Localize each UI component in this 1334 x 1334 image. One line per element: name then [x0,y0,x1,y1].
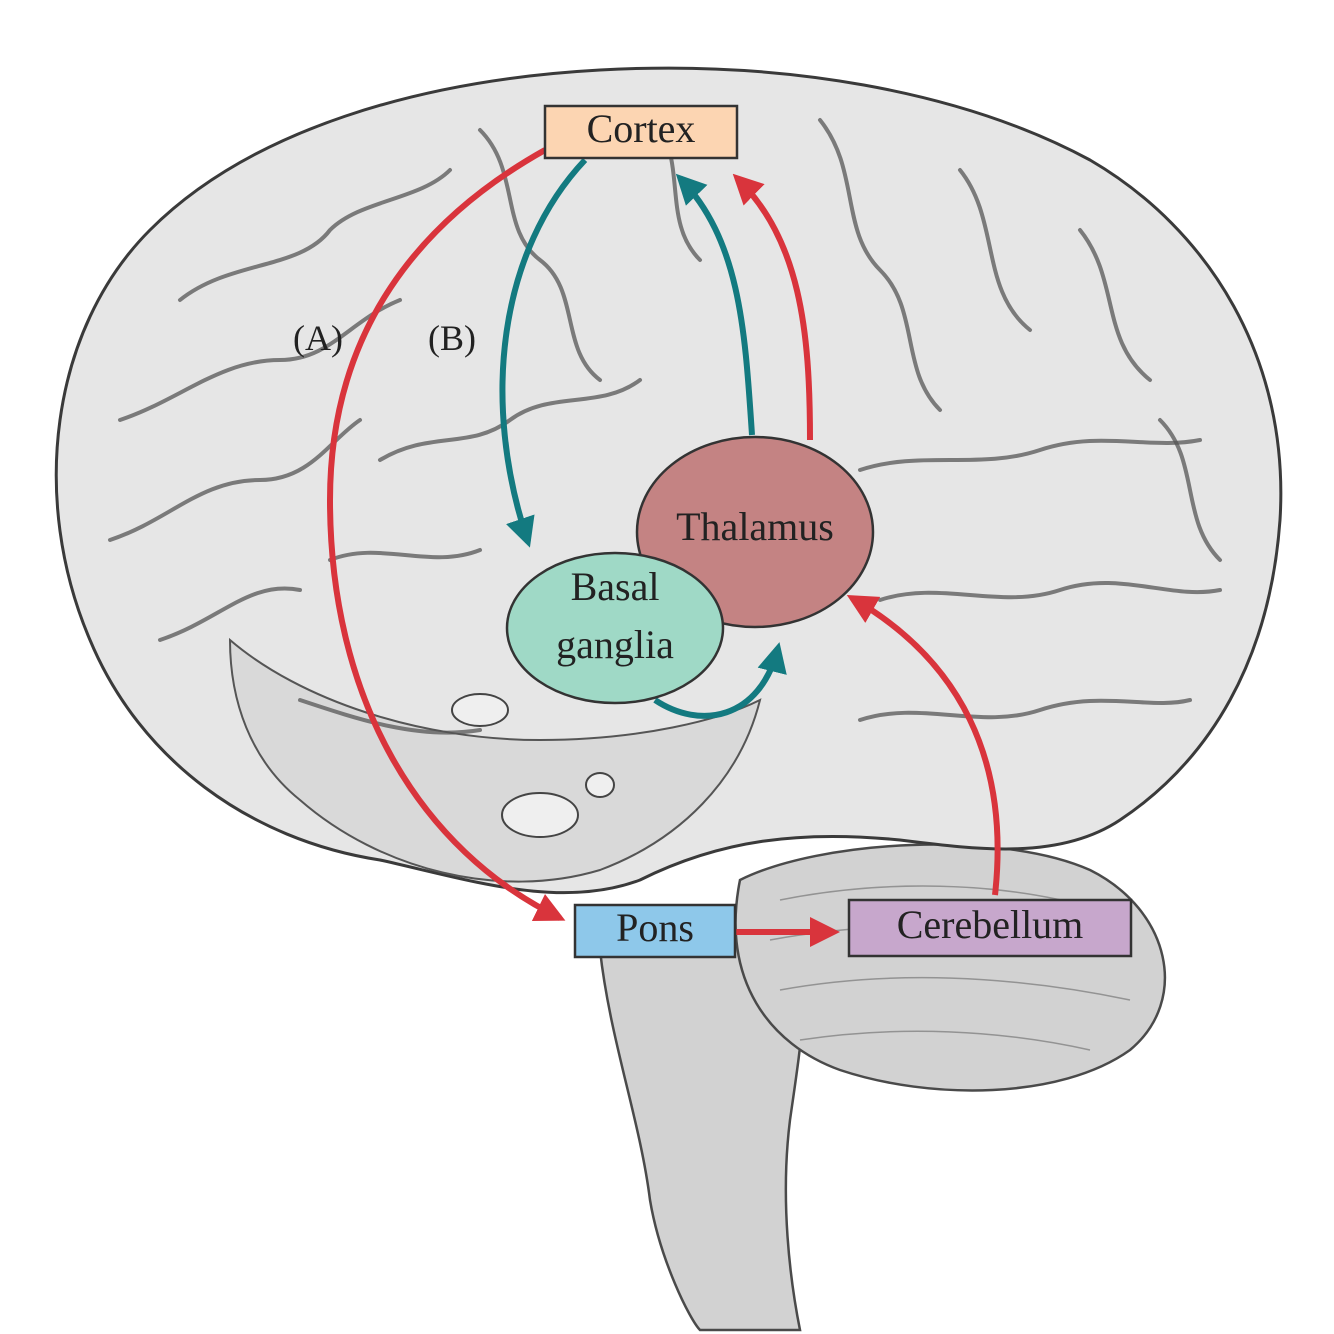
cortex-box [543,104,739,160]
pathway-b-label: (B) [428,318,476,358]
arrow-cortex-to-basal-ganglia [499,157,588,548]
brain-illustration [54,66,1283,1332]
cerebellum-label: Cerebellum [897,902,1084,947]
arrow-cortex-to-pons [326,147,566,921]
arrow-cerebellum-to-thalamus [846,595,1001,896]
thalamus-label: Thalamus [676,504,834,549]
cranial-nerve-stub [451,693,509,727]
pons-label: Pons [616,905,694,950]
brainstem-shape [598,938,806,1332]
basal-ganglia-node: Basal ganglia [505,551,725,705]
pathway-b-arrows [499,157,787,719]
cerebellum-box [847,898,1133,958]
arrow-thalamus-to-cortex [732,173,813,441]
cortex-node: Cortex [543,104,739,160]
pons-box [573,903,737,959]
arrow-thalamus-to-cortex [675,173,755,436]
basal-ganglia-oval [505,551,725,705]
cranial-nerve-stub [501,792,579,838]
cerebellum-node: Cerebellum [847,898,1133,958]
cranial-nerve-stub [585,772,615,798]
pathway-a-arrows [326,147,1001,947]
pons-node: Pons [573,903,737,959]
pathway-a-label: (A) [293,318,343,358]
basal-ganglia-label-line2: ganglia [556,622,674,667]
cortex-label: Cortex [587,106,696,151]
basal-ganglia-label-line1: Basal [571,564,660,609]
arrow-basal-ganglia-to-thalamus [653,642,787,719]
